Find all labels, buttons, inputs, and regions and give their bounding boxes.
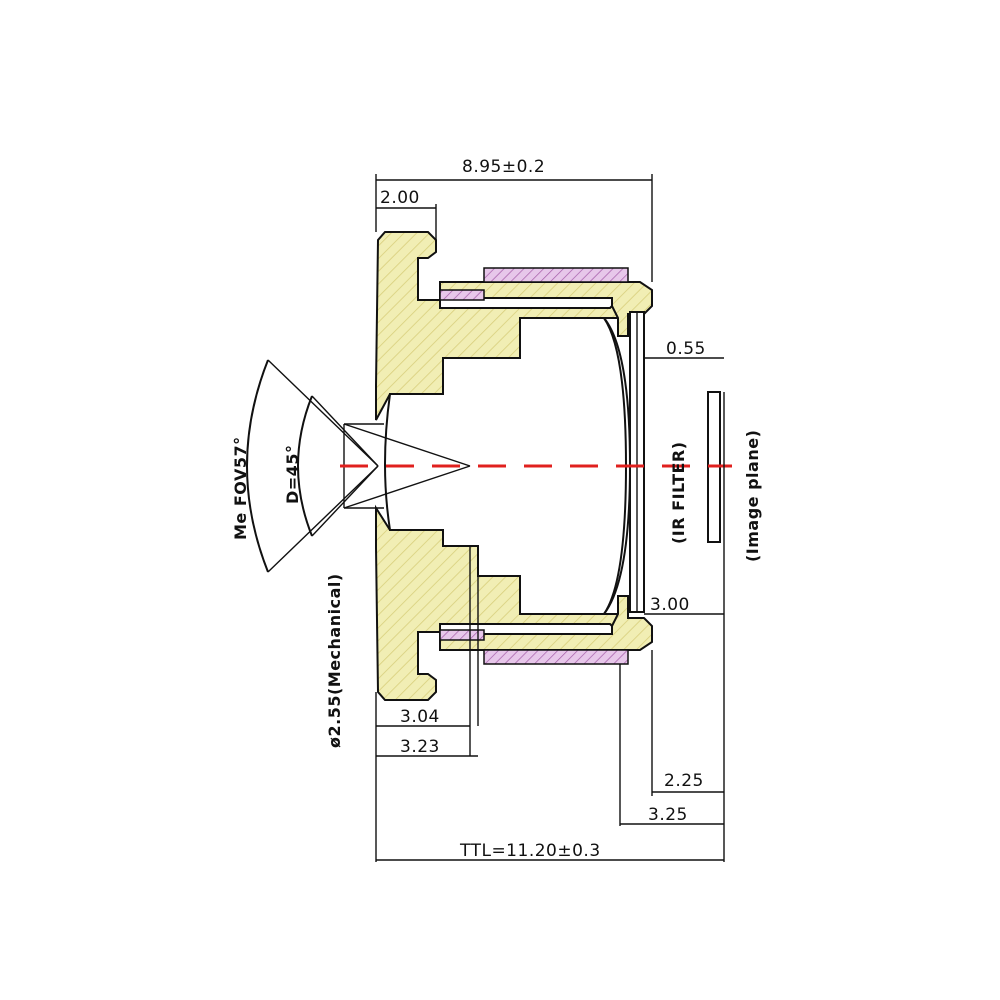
spacer-top [439,289,485,301]
outer-barrel-bottom [483,649,629,665]
fov-arc [246,359,269,573]
flange-height-label: 3.00 [650,595,690,615]
diagonal-label: D=45° [283,445,302,504]
overall-width-label: 8.95±0.2 [462,157,545,177]
ir-filter-label: (IR FILTER) [669,441,688,544]
image-plane-label: (Image plane) [743,430,762,562]
fov-label: Me FOV57° [231,436,250,540]
outer-barrel-top [483,267,629,283]
front-lens [384,317,632,615]
flange-label: 2.00 [380,188,420,208]
aperture-label: ø2.55(Mechanical) [325,573,344,748]
front-depth-2-label: 3.23 [400,737,440,757]
ttl-label: TTL=11.20±0.3 [459,841,601,861]
diagonal-arc [297,395,313,537]
retaining-ring-top [439,281,653,337]
front-depth-1-label: 3.04 [400,707,440,727]
retaining-ring-bottom [439,595,653,651]
filter-thickness-label: 0.55 [666,339,706,359]
back-focus-1-label: 2.25 [664,771,704,791]
spacer-bottom [439,629,485,641]
back-focus-2-label: 3.25 [648,805,688,825]
